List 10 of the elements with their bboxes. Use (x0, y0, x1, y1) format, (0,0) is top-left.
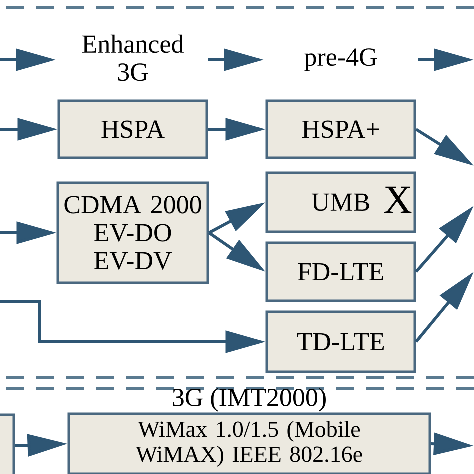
technology-box: WiMax 1.0/1.5 (Mobile WiMAX) IEEE 802.16e (68, 412, 432, 474)
heading-text: 3G (IMT2000) (173, 388, 326, 412)
technology-box: HSPA+ (266, 100, 416, 160)
cross-mark: X (384, 186, 412, 214)
technology-box: HSPA (58, 100, 208, 160)
technology-box: FD-LTE (266, 242, 416, 302)
technology-box: CDMA 2000 EV-DO EV-DV (56, 182, 210, 284)
partial-box (0, 414, 16, 474)
stage-label: pre-4G (304, 48, 378, 72)
technology-box: TD-LTE (266, 310, 416, 374)
